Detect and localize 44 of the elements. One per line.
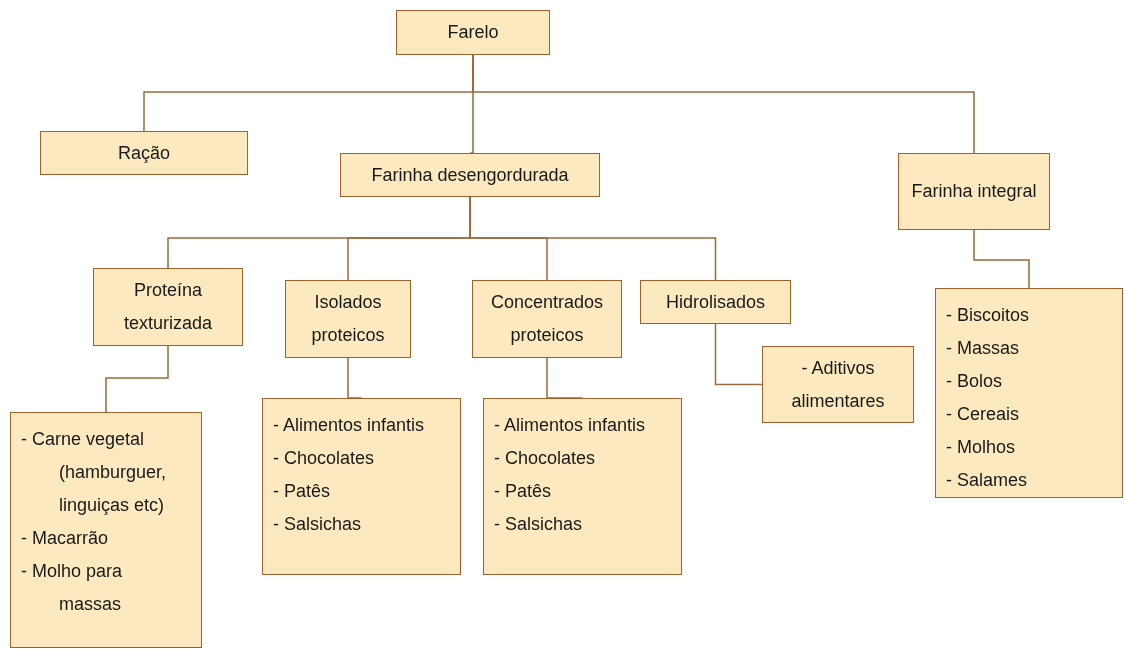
list-item: - Molhos	[946, 436, 1017, 459]
box-label: Hidrolisados	[665, 290, 765, 314]
box-label: Farinha integral	[911, 180, 1037, 203]
list-box	[262, 398, 461, 575]
box-label: Farelo	[447, 21, 499, 44]
connector-line	[469, 196, 717, 281]
list-box	[10, 412, 202, 648]
list-item: - Patês	[494, 480, 553, 503]
category-box	[396, 10, 550, 55]
list-item: - Carne vegetal (hamburguer, linguiças etc)	[21, 428, 168, 517]
list-item: - Salsichas	[494, 513, 584, 536]
box-label: Concentrados proteicos	[489, 291, 605, 347]
box-label: Farinha desengordurada	[371, 163, 569, 187]
list-item: - Patês	[273, 480, 332, 503]
category-box	[472, 280, 622, 358]
box-label: Proteína texturizada	[122, 279, 214, 335]
category-box	[640, 280, 791, 324]
category-box	[898, 153, 1050, 230]
box-label: - Aditivos alimentares	[790, 356, 886, 413]
category-box	[40, 131, 248, 175]
connector-line	[472, 54, 975, 154]
list-item: - Chocolates	[494, 447, 597, 470]
connector-line	[105, 345, 169, 413]
list-item: - Alimentos infantis	[494, 414, 647, 437]
box-label: Ração	[118, 141, 170, 165]
box-label: Isolados proteicos	[310, 291, 386, 347]
list-box	[483, 398, 682, 575]
category-box	[93, 268, 243, 346]
category-box	[340, 153, 600, 197]
list-item: - Chocolates	[273, 447, 376, 470]
connector-line	[973, 229, 1030, 289]
list-item: - Bolos	[946, 370, 1004, 393]
list-item: - Alimentos infantis	[273, 414, 426, 437]
list-item: - Salsichas	[273, 513, 363, 536]
list-item: - Molho para massas	[21, 560, 124, 616]
connector-line	[714, 323, 763, 386]
list-item: - Massas	[946, 337, 1020, 360]
list-item: - Salames	[946, 469, 1029, 492]
category-box	[285, 280, 411, 358]
list-box	[935, 288, 1123, 498]
list-item: - Macarrão	[21, 527, 110, 550]
list-item: - Biscoitos	[946, 304, 1031, 327]
list-item: - Cereais	[946, 403, 1021, 426]
category-box	[762, 346, 914, 423]
